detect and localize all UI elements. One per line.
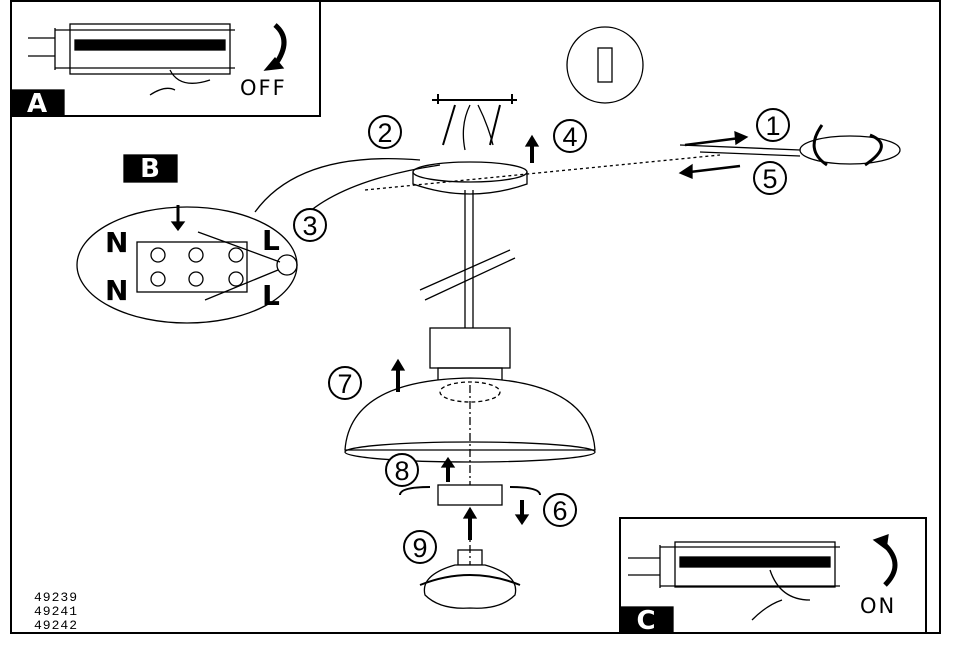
panel-c-label: C	[636, 606, 655, 636]
svg-text:4: 4	[562, 122, 577, 152]
circuit-breaker-icon	[628, 541, 840, 588]
panel-a-badge	[10, 89, 65, 117]
svg-text:5: 5	[762, 164, 777, 194]
svg-text:9: 9	[412, 533, 427, 563]
svg-text:2: 2	[377, 118, 392, 148]
svg-text:1: 1	[765, 111, 780, 141]
hand-icon	[149, 69, 211, 96]
step-5: 5	[753, 161, 787, 195]
step-4: 4	[553, 119, 587, 153]
model-number: 49239	[34, 590, 79, 605]
terminal-n-bottom: N	[105, 274, 128, 307]
svg-text:8: 8	[394, 456, 409, 486]
panel-b-label: B	[140, 154, 160, 184]
panel-b: B N N L L	[76, 154, 441, 324]
terminal-l-bottom: L	[262, 279, 280, 312]
terminal-block	[136, 241, 248, 293]
step-3: 3	[293, 208, 327, 242]
model-number: 49242	[34, 618, 79, 633]
svg-text:7: 7	[337, 369, 352, 399]
on-label: ON	[860, 594, 896, 618]
panel-a: A OFF	[10, 0, 321, 119]
step-6: 6	[543, 493, 577, 527]
page-frame	[10, 0, 941, 634]
ground-icon	[276, 254, 298, 276]
panel-a-label: A	[27, 89, 47, 119]
terminal-l-top: L	[262, 224, 280, 257]
hand-icon	[751, 569, 811, 621]
arrow-up-icon	[883, 543, 898, 587]
arrow-left-icon	[689, 164, 741, 174]
step-markers: 1 2 3 4 5 6 7 8 9	[293, 108, 790, 564]
off-label: OFF	[240, 76, 287, 100]
step-2: 2	[368, 115, 402, 149]
panel-b-badge	[123, 154, 178, 183]
pendant-cable	[464, 190, 474, 330]
step-7: 7	[328, 366, 362, 400]
step-8: 8	[385, 453, 419, 487]
svg-text:3: 3	[302, 211, 317, 241]
model-number: 49241	[34, 604, 79, 619]
arrow-right-icon	[684, 136, 741, 147]
wall-plug-detail	[566, 26, 644, 104]
step-9: 9	[403, 530, 437, 564]
terminal-n-top: N	[105, 226, 128, 259]
light-bulb	[419, 549, 521, 609]
shade-ring	[437, 484, 503, 506]
panel-c-badge	[619, 606, 674, 634]
model-numbers: 49239 49241 49242	[34, 591, 78, 633]
lampholder	[429, 327, 511, 369]
circuit-breaker-icon	[28, 23, 235, 75]
panel-c: C ON	[619, 517, 927, 636]
step-1: 1	[756, 108, 790, 142]
ceiling-canopy	[364, 26, 721, 195]
svg-text:6: 6	[552, 496, 567, 526]
screwdriver-icon	[679, 124, 901, 167]
